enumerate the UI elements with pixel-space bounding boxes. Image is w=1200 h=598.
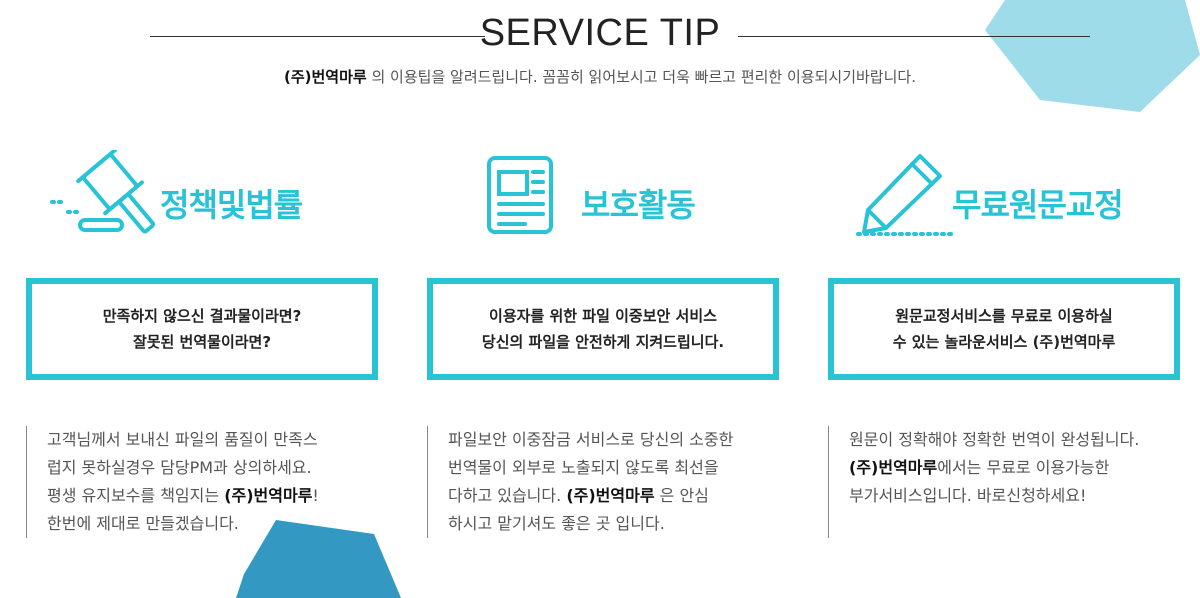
column-header: 보호활동 xyxy=(427,140,779,250)
title-line-right xyxy=(738,36,1090,37)
hexagon-shape-top-right xyxy=(985,0,1200,112)
column-header: 무료원문교정 xyxy=(828,140,1180,250)
column-header: 정책및법률 xyxy=(26,140,378,250)
column-title: 무료원문교정 xyxy=(952,186,1124,224)
box-line: 잘못된 번역물이라면? xyxy=(132,333,272,351)
subtitle: (주)번역마루 의 이용팁을 알려드립니다. 꼼꼼히 읽어보시고 더욱 빠르고 … xyxy=(0,66,1200,87)
box-line: 만족하지 않으신 결과물이라면? xyxy=(102,307,302,325)
description-line: 럽지 못하실경우 담당PM과 상의하세요. xyxy=(47,458,312,477)
description-line: 번역물이 외부로 노출되지 않도록 최선을 xyxy=(448,458,719,477)
tip-column-policy: 정책및법률 만족하지 않으신 결과물이라면? 잘못된 번역물이라면? 고객님께서… xyxy=(26,140,378,560)
description: 파일보안 이중잠금 서비스로 당신의 소중한 번역물이 외부로 노출되지 않도록… xyxy=(427,426,777,538)
brand-name: (주)번역마루 xyxy=(566,486,655,505)
newspaper-icon xyxy=(487,156,553,234)
description-line: 파일보안 이중잠금 서비스로 당신의 소중한 xyxy=(448,430,734,449)
gavel-icon xyxy=(50,150,156,234)
description-line: 한번에 제대로 만들겠습니다. xyxy=(47,514,239,533)
box-line: 당신의 파일을 안전하게 지켜드립니다. xyxy=(481,333,725,351)
subtitle-text: 의 이용팁을 알려드립니다. 꼼꼼히 읽어보시고 더욱 빠르고 편리한 이용되시… xyxy=(366,68,916,86)
brand-name: (주)번역마루 xyxy=(224,486,313,505)
box-line: 이용자를 위한 파일 이중보안 서비스 xyxy=(489,307,717,325)
description-line: 하시고 맡기셔도 좋은 곳 입니다. xyxy=(448,514,665,533)
description-line: (주)번역마루에서는 무료로 이용가능한 xyxy=(849,458,1110,477)
tip-column-protection: 보호활동 이용자를 위한 파일 이중보안 서비스 당신의 파일을 안전하게 지켜… xyxy=(427,140,779,560)
box-line: 수 있는 놀라운서비스 (주)번역마루 xyxy=(892,333,1116,351)
box-line: 원문교정서비스를 무료로 이용하실 xyxy=(895,307,1113,325)
description-line: 원문이 정확해야 정확한 번역이 완성됩니다. xyxy=(849,430,1140,449)
pencil-icon xyxy=(856,154,956,236)
highlight-box: 이용자를 위한 파일 이중보안 서비스 당신의 파일을 안전하게 지켜드립니다. xyxy=(427,278,779,380)
highlight-box: 만족하지 않으신 결과물이라면? 잘못된 번역물이라면? xyxy=(26,278,378,380)
subtitle-brand: (주)번역마루 xyxy=(284,68,367,86)
page-title: SERVICE TIP xyxy=(479,12,721,54)
description-line: 평생 유지보수를 책임지는 (주)번역마루! xyxy=(47,486,319,505)
tip-column-proofreading: 무료원문교정 원문교정서비스를 무료로 이용하실 수 있는 놀라운서비스 (주)… xyxy=(828,140,1180,560)
description: 원문이 정확해야 정확한 번역이 완성됩니다. (주)번역마루에서는 무료로 이… xyxy=(828,426,1190,538)
description-line: 고객님께서 보내신 파일의 품질이 만족스 xyxy=(47,430,318,449)
title-line-left xyxy=(150,36,485,37)
highlight-box: 원문교정서비스를 무료로 이용하실 수 있는 놀라운서비스 (주)번역마루 xyxy=(828,278,1180,380)
hexagon-shape-bottom xyxy=(236,520,401,598)
description-line: 부가서비스입니다. 바로신청하세요! xyxy=(849,486,1087,505)
description-line: 다하고 있습니다. (주)번역마루 은 안심 xyxy=(448,486,709,505)
title-row: SERVICE TIP xyxy=(0,8,1200,58)
description: 고객님께서 보내신 파일의 품질이 만족스 럽지 못하실경우 담당PM과 상의하… xyxy=(26,426,376,538)
column-title: 보호활동 xyxy=(581,186,696,224)
brand-name: (주)번역마루 xyxy=(849,458,938,477)
column-title: 정책및법률 xyxy=(160,186,303,224)
